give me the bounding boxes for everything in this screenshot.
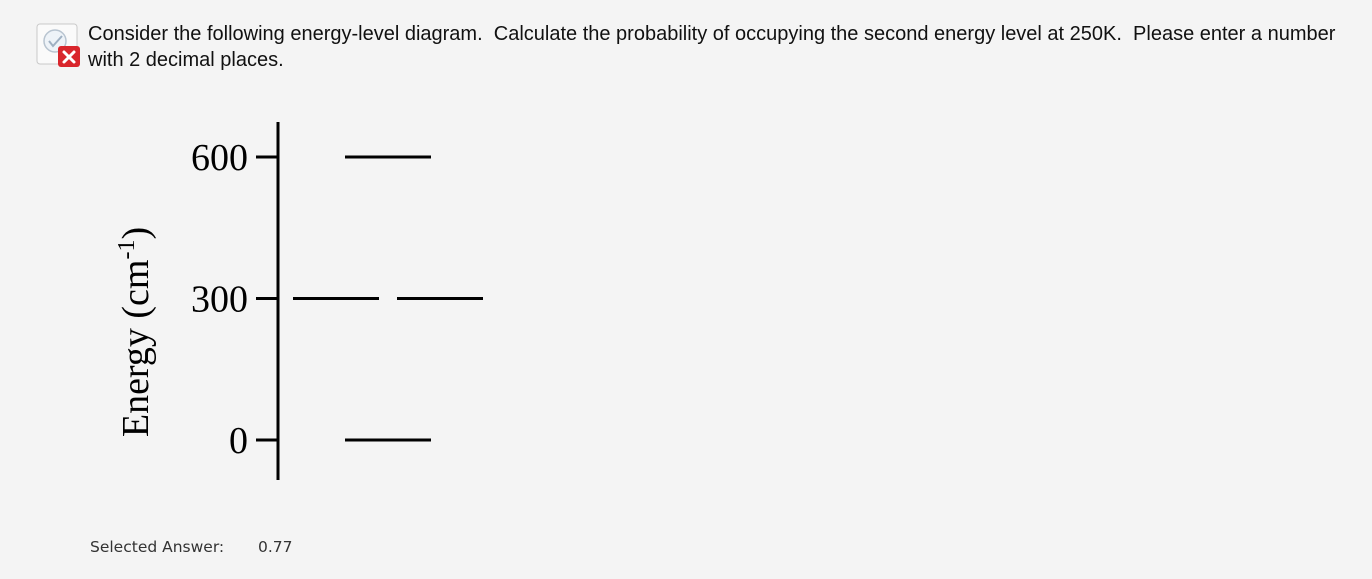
axis-label-superscript: -1 xyxy=(114,240,140,260)
selected-answer-label: Selected Answer: xyxy=(90,538,225,556)
tick-label: 600 xyxy=(191,137,248,179)
incorrect-x-icon xyxy=(36,23,80,67)
question-text: Consider the following energy-level diag… xyxy=(88,23,1341,71)
axis-label-text: Energy (cm xyxy=(115,260,157,438)
axis-label-close: ) xyxy=(115,227,157,240)
selected-answer-value: 0.77 xyxy=(258,538,293,556)
tick-label: 0 xyxy=(229,420,248,462)
tick-label: 300 xyxy=(191,279,248,321)
axis-label: Energy (cm-1) xyxy=(114,227,157,437)
energy-level-diagram: Energy (cm-1) 600 300 0 xyxy=(114,122,483,480)
